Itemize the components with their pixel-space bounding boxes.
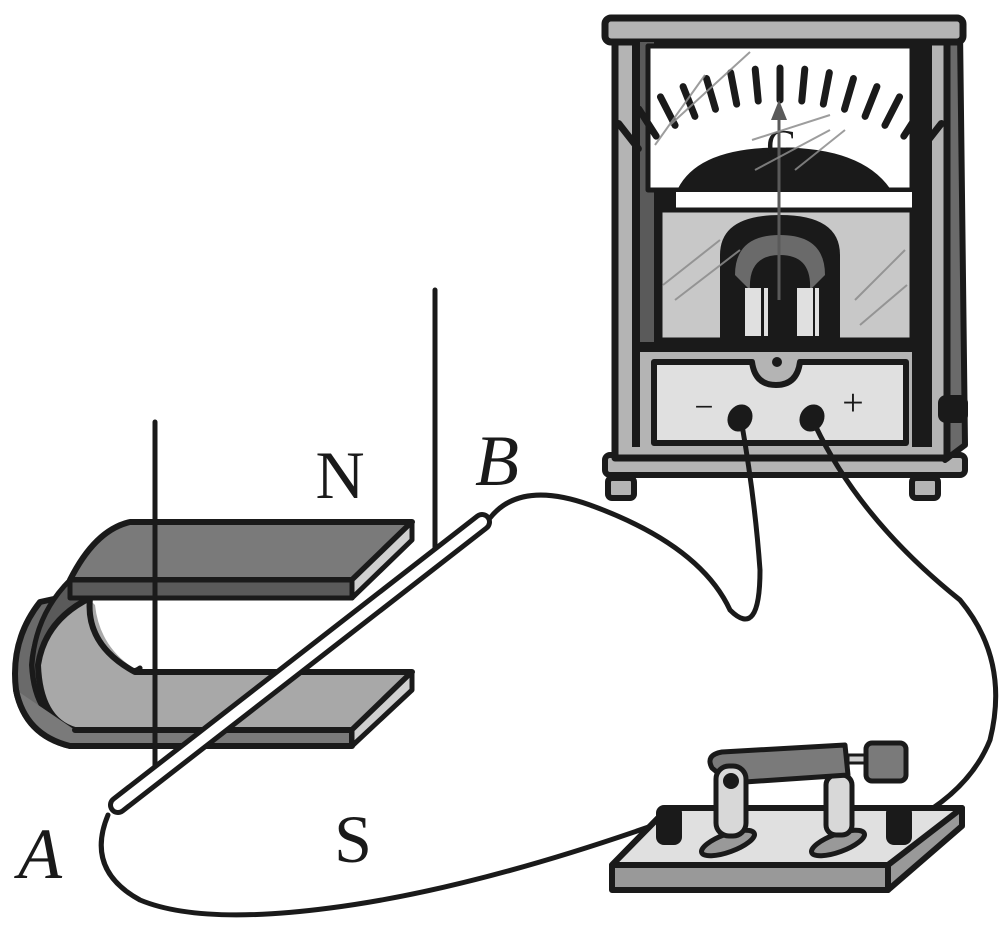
- dial-tick: [615, 120, 642, 153]
- horseshoe-magnet: [12, 519, 415, 749]
- galvanometer: G − +: [601, 14, 968, 501]
- wire-a-to-switch: [98, 812, 663, 918]
- galvanometer-top: [601, 14, 967, 46]
- glass-reflection: [654, 51, 908, 326]
- galvanometer-foot-right: [909, 475, 941, 501]
- dial-tick: [861, 83, 881, 120]
- switch-terminal-left: [656, 805, 682, 845]
- wires: [98, 422, 999, 918]
- needle-tip: [771, 100, 787, 120]
- dial-tick: [918, 120, 945, 153]
- terminal-negative-label: −: [694, 389, 713, 426]
- zero-adjust-knob: [938, 395, 968, 423]
- dial-tick: [798, 65, 809, 105]
- galvanometer-foot-left: [605, 475, 637, 501]
- dial-tick: [679, 83, 699, 120]
- conductor-rod-ab: [108, 512, 492, 815]
- switch-terminal-right: [886, 805, 912, 845]
- label-south: S: [334, 801, 372, 877]
- knife-switch: [609, 740, 965, 893]
- dial-tick: [881, 93, 904, 129]
- wire-positive-to-switch: [812, 422, 999, 825]
- dial-tick: [727, 69, 741, 108]
- wire-b-to-negative: [487, 422, 763, 622]
- label-end-b: B: [475, 421, 519, 501]
- label-end-a: A: [14, 814, 63, 894]
- dial-tick: [703, 75, 720, 113]
- dial-tick: [751, 65, 762, 105]
- switch-handle: [863, 740, 909, 784]
- dial-tick: [635, 105, 660, 140]
- terminal-negative: [727, 404, 753, 432]
- terminal-positive: [799, 404, 825, 432]
- dial-tick: [840, 75, 857, 113]
- terminal-panel: [651, 359, 909, 446]
- dial-tick: [819, 69, 833, 108]
- label-north: N: [315, 437, 364, 513]
- dial-tick: [900, 105, 925, 140]
- terminal-positive-label: +: [842, 382, 863, 424]
